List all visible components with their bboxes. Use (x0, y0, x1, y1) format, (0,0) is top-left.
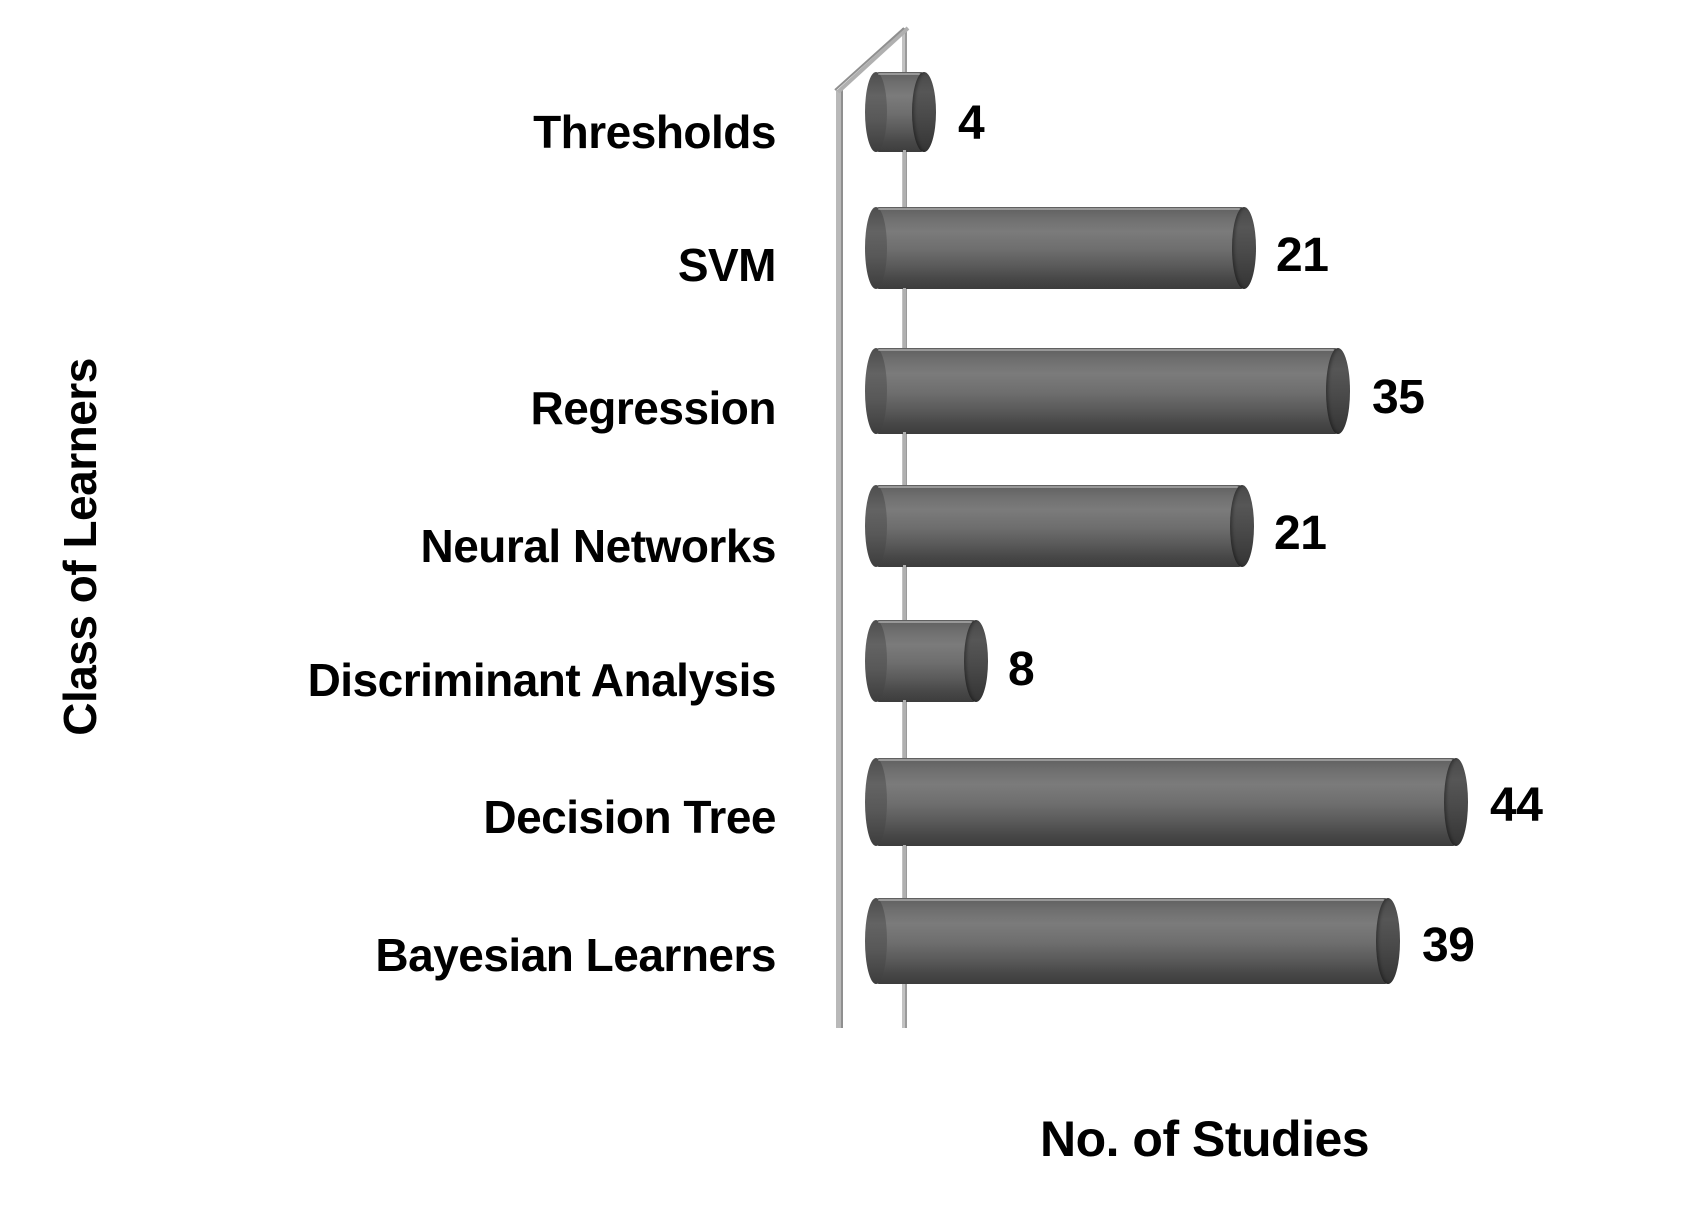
category-label: Decision Tree (483, 791, 776, 843)
bar-value-label: 39 (1422, 919, 1475, 972)
bar-value-label: 8 (1008, 643, 1035, 696)
axis-tick (903, 700, 906, 762)
bar-cylinder (865, 485, 1254, 567)
bar-value-label: 4 (958, 97, 985, 150)
cylinder-cap-left (865, 485, 887, 567)
cylinder-cap-right (912, 72, 936, 152)
bar-cylinder (865, 72, 936, 152)
x-axis-title: No. of Studies (1040, 1111, 1370, 1167)
cylinder-highlight (878, 349, 1334, 351)
bar-value-label: 21 (1274, 507, 1327, 560)
category-label: Bayesian Learners (375, 929, 776, 981)
category-label: Neural Networks (420, 520, 776, 572)
category-label: Discriminant Analysis (307, 654, 777, 706)
cylinder-cap-right (1326, 348, 1350, 434)
cylinder-cap-right (1376, 898, 1400, 984)
bar-cylinder (865, 207, 1256, 289)
cylinder-highlight (878, 208, 1240, 210)
cylinder-highlight (878, 759, 1452, 761)
bar-value-label: 35 (1372, 371, 1425, 424)
category-label: Thresholds (533, 106, 776, 158)
bar-cylinder (865, 898, 1400, 984)
cylinder-cap-left (865, 758, 887, 846)
cylinder-cap-left (865, 898, 887, 984)
cylinder-highlight (878, 899, 1384, 901)
cylinder-cap-left (865, 207, 887, 289)
cylinder-cap-right (964, 620, 988, 702)
axis-tick (903, 288, 906, 350)
axis-back-edge (836, 90, 843, 1028)
cylinder-highlight (878, 73, 920, 75)
axis-perspective-line (834, 26, 910, 94)
cylinder-cap-right (1444, 758, 1468, 846)
axis-tick (903, 432, 906, 488)
cylinder-cap-left (865, 72, 887, 152)
bar-value-label: 44 (1490, 779, 1543, 832)
axis-tick (903, 150, 906, 212)
bar-cylinder (865, 620, 988, 702)
bar-cylinder (865, 348, 1350, 434)
cylinder-cap-right (1232, 207, 1256, 289)
axis-tick (903, 845, 906, 903)
cylinder-cap-left (865, 620, 887, 702)
category-label: Regression (530, 382, 776, 434)
cylinder-highlight (878, 621, 972, 623)
bar-cylinder (865, 758, 1468, 846)
bar-value-label: 21 (1276, 229, 1329, 282)
cylinder-cap-right (1230, 485, 1254, 567)
axis-tick (903, 565, 906, 623)
cylinder-highlight (878, 486, 1238, 488)
cylinder-cap-left (865, 348, 887, 434)
category-label: SVM (677, 239, 777, 291)
